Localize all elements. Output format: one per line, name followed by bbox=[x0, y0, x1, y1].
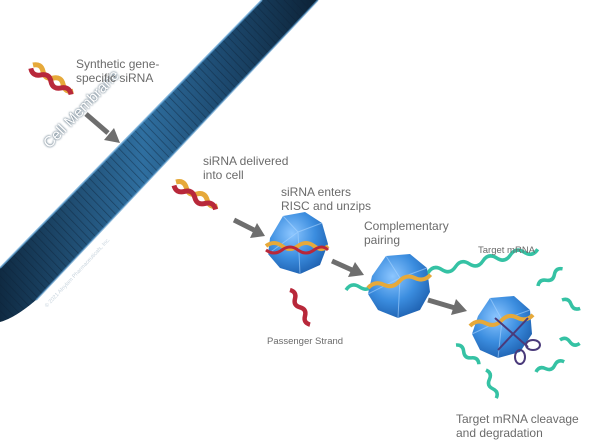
mrna-fragments bbox=[455, 266, 581, 399]
cell-membrane bbox=[0, 0, 319, 322]
label-synthetic-sirna: Synthetic gene- specific siRNA bbox=[76, 57, 160, 85]
label-target-mrna: Target mRNA bbox=[478, 245, 536, 256]
sirna-synthetic bbox=[28, 62, 74, 96]
label-sirna-delivered: siRNA delivered into cell bbox=[203, 154, 289, 182]
risc-complex-1 bbox=[264, 212, 330, 275]
passenger-strand bbox=[289, 287, 311, 327]
scissors-icon bbox=[494, 317, 541, 365]
label-complementary-pairing: Complementary pairing bbox=[364, 219, 449, 247]
label-sirna-enters-risc: siRNA enters RISC and unzips bbox=[281, 185, 372, 213]
risc-complex-3 bbox=[468, 296, 535, 359]
process-arrows bbox=[84, 112, 467, 315]
arrow-2 bbox=[232, 217, 265, 238]
arrow-3 bbox=[330, 258, 364, 277]
risc-complex-2 bbox=[366, 254, 433, 319]
sirna-delivered bbox=[171, 179, 219, 211]
label-cleavage-degradation: Target mRNA cleavage and degradation bbox=[456, 412, 579, 440]
label-passenger-strand: Passenger Strand bbox=[267, 336, 344, 347]
arrow-1 bbox=[84, 112, 120, 143]
arrow-4 bbox=[427, 297, 467, 315]
